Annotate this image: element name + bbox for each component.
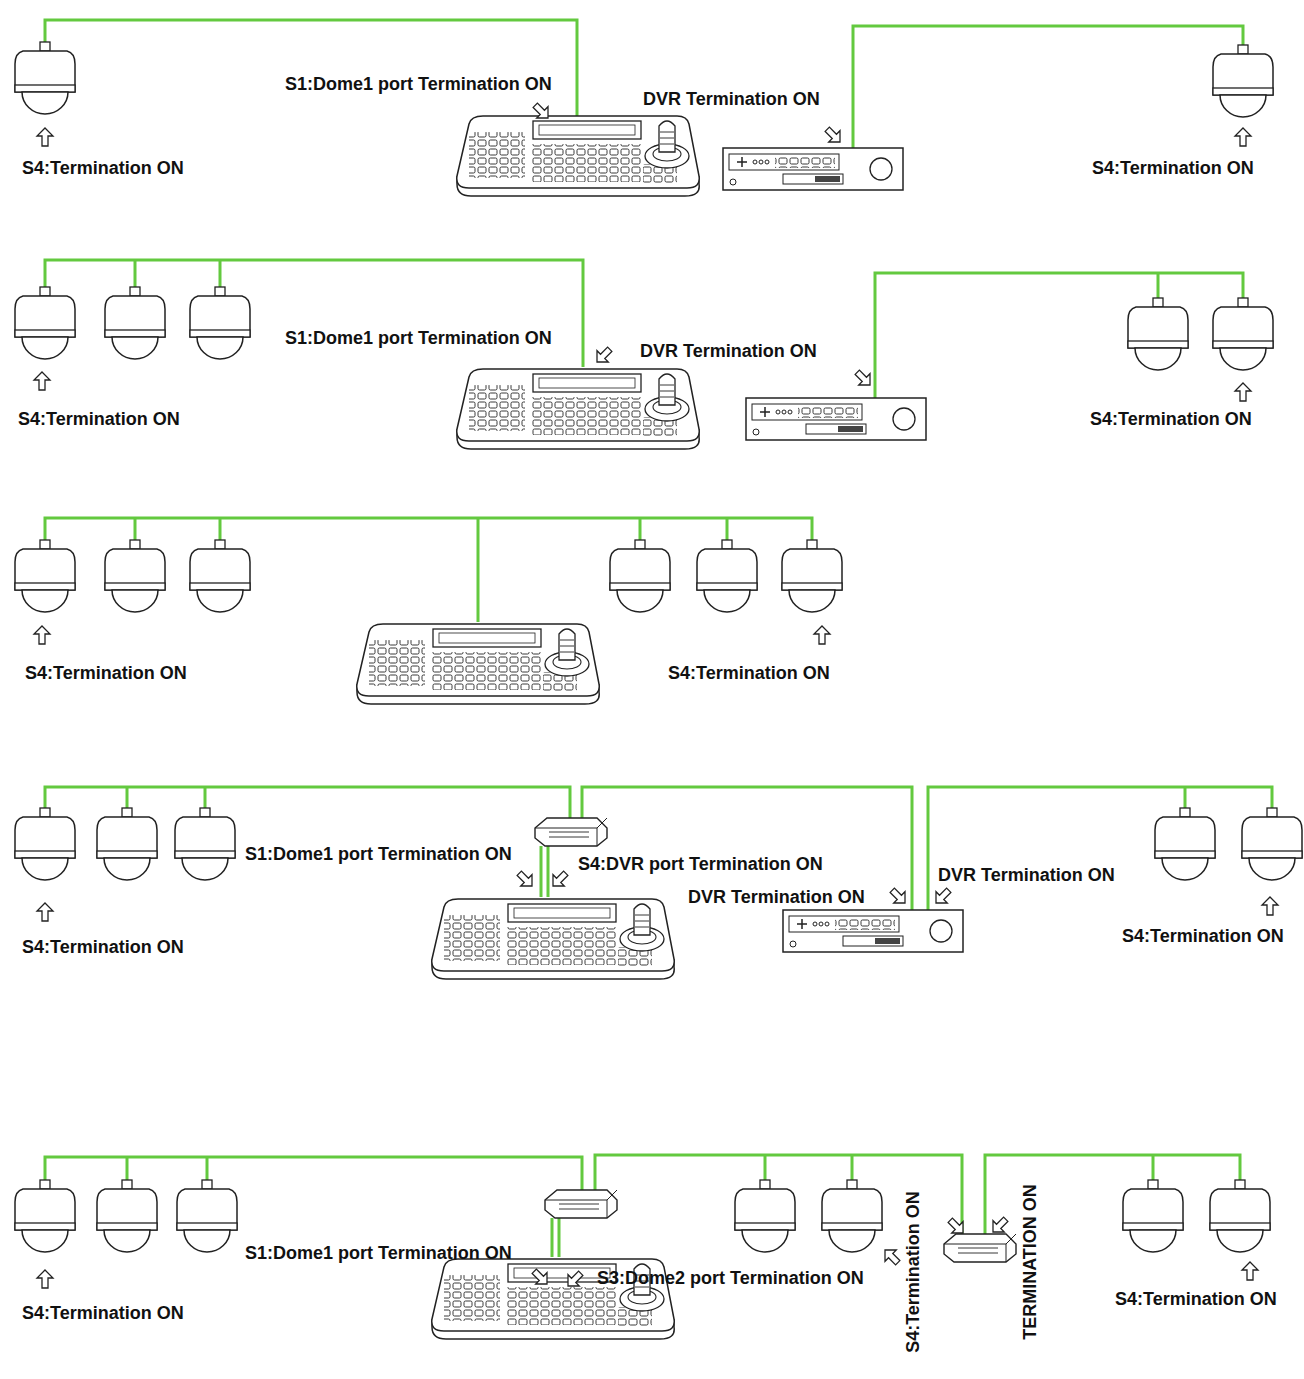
keyboard-controller	[357, 624, 600, 704]
hollow-arrow	[930, 885, 954, 909]
dome-camera	[15, 808, 75, 880]
termination-label: TERMINATION ON	[1019, 1184, 1041, 1340]
dome-camera	[782, 540, 842, 612]
dvr-recorder	[783, 910, 963, 952]
termination-label: DVR Termination ON	[640, 340, 817, 362]
dome-camera	[1123, 1180, 1183, 1252]
termination-label: S4:Termination ON	[22, 157, 184, 179]
wire	[552, 1218, 559, 1257]
dome-camera	[97, 1180, 157, 1252]
termination-label: S4:Termination ON	[1092, 157, 1254, 179]
dome-camera	[610, 540, 670, 612]
wire	[928, 787, 1272, 910]
wire	[853, 26, 1243, 148]
hollow-arrow	[514, 868, 538, 892]
hollow-arrow	[1235, 383, 1251, 401]
dome-camera	[735, 1180, 795, 1252]
hollow-arrow	[591, 344, 615, 368]
termination-label: S3:Dome2 port Termination ON	[597, 1267, 864, 1289]
termination-label: S4:Termination ON	[1115, 1288, 1277, 1310]
dome-camera	[1155, 808, 1215, 880]
hollow-arrow	[530, 100, 554, 124]
termination-label: S4:Termination ON	[25, 662, 187, 684]
termination-label: S1:Dome1 port Termination ON	[285, 73, 552, 95]
keyboard-controller	[457, 116, 700, 196]
termination-label: S4:Termination ON	[668, 662, 830, 684]
dome-camera	[15, 287, 75, 359]
hollow-arrow	[887, 885, 911, 909]
junction-box	[944, 1234, 1016, 1262]
hollow-arrow	[37, 1270, 53, 1288]
hollow-arrow	[529, 1266, 553, 1290]
termination-label: S1:Dome1 port Termination ON	[285, 327, 552, 349]
dome-camera	[105, 540, 165, 612]
termination-label: S4:DVR port Termination ON	[578, 853, 823, 875]
wire	[875, 273, 1243, 398]
termination-label: DVR Termination ON	[938, 864, 1115, 886]
dome-camera	[15, 540, 75, 612]
hollow-arrow	[945, 1215, 969, 1239]
hollow-arrow	[814, 626, 830, 644]
dome-camera	[1210, 1180, 1270, 1252]
dome-camera	[1128, 298, 1188, 370]
hollow-arrow	[37, 128, 53, 146]
hollow-arrow	[562, 1268, 586, 1292]
termination-label: DVR Termination ON	[688, 886, 865, 908]
hollow-arrow	[987, 1214, 1011, 1238]
hollow-arrow	[34, 372, 50, 390]
hollow-arrow	[1242, 1262, 1258, 1280]
junction-box	[535, 818, 607, 846]
hollow-arrow	[547, 868, 571, 892]
hollow-arrow	[822, 124, 846, 148]
hollow-arrow	[34, 626, 50, 644]
dvr-recorder	[746, 398, 926, 440]
termination-label: S4:Termination ON	[1090, 408, 1252, 430]
hollow-arrow	[1235, 128, 1251, 146]
keyboard-controller	[432, 899, 675, 979]
dome-camera	[15, 42, 75, 114]
termination-label: S1:Dome1 port Termination ON	[245, 1242, 512, 1264]
hollow-arrow	[37, 903, 53, 921]
termination-label: S4:Termination ON	[18, 408, 180, 430]
termination-label: S4:Termination ON	[22, 1302, 184, 1324]
dome-camera	[822, 1180, 882, 1252]
dome-camera	[1242, 808, 1302, 880]
wire	[582, 787, 912, 910]
dvr-recorder	[723, 148, 903, 190]
keyboard-controller	[457, 369, 700, 449]
dome-camera	[177, 1180, 237, 1252]
dome-camera	[97, 808, 157, 880]
dome-camera	[15, 1180, 75, 1252]
termination-label: S1:Dome1 port Termination ON	[245, 843, 512, 865]
termination-label: DVR Termination ON	[643, 88, 820, 110]
wire	[45, 260, 583, 367]
wire	[45, 518, 812, 622]
rs485-wires	[45, 20, 1272, 1257]
dome-camera	[1213, 45, 1273, 117]
dome-camera	[1213, 298, 1273, 370]
dome-camera	[697, 540, 757, 612]
wire	[45, 20, 577, 116]
hollow-arrow	[1262, 897, 1278, 915]
wire	[541, 846, 548, 897]
dome-camera	[190, 287, 250, 359]
hollow-arrow	[852, 367, 876, 391]
junction-box	[545, 1190, 617, 1218]
hollow-arrow	[879, 1244, 903, 1268]
dome-camera	[190, 540, 250, 612]
dome-camera	[175, 808, 235, 880]
termination-label: S4:Termination ON	[902, 1191, 924, 1353]
dome-camera	[105, 287, 165, 359]
termination-label: S4:Termination ON	[22, 936, 184, 958]
termination-label: S4:Termination ON	[1122, 925, 1284, 947]
